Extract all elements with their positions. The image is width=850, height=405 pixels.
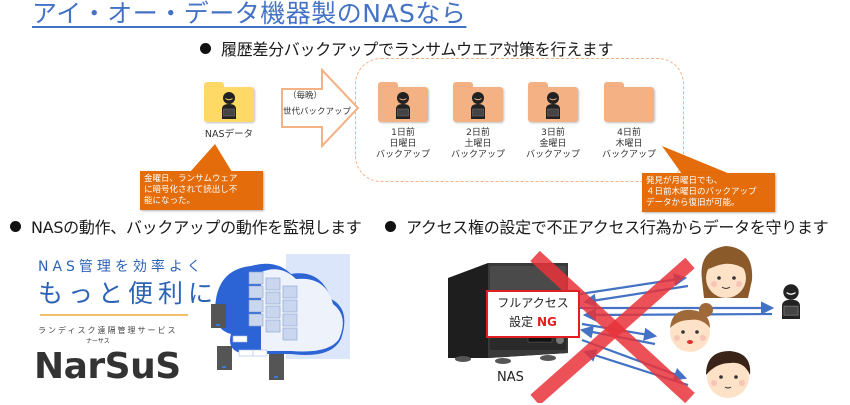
arrow-label-generation-backup: 世代バックアップ — [283, 107, 352, 117]
backup-folder-icon — [528, 82, 578, 122]
backup-caption-line: バックアップ — [525, 150, 580, 160]
warning-text-line2: 設定 NG — [488, 314, 578, 330]
backup-caption-line: バックアップ — [450, 150, 505, 160]
banner-divider — [40, 314, 188, 316]
backup-caption: 2日前土曜日バックアップ — [443, 128, 513, 161]
ng-text: NG — [536, 315, 557, 329]
page-title: アイ・オー・データ機器製のNASなら — [32, 0, 467, 28]
hacker-icon — [782, 284, 800, 319]
callout-pointer — [190, 144, 232, 172]
backup-caption: 3日前金曜日バックアップ — [518, 128, 588, 161]
backup-caption-line: 2日前 — [466, 128, 490, 138]
backup-caption-line: 木曜日 — [615, 139, 643, 149]
backup-folder-icon — [378, 82, 428, 122]
backup-caption-line: 4日前 — [617, 128, 641, 138]
heading-text: 履歴差分バックアップでランサムウエア対策を行えます — [221, 40, 614, 59]
section-heading-access: アクセス権の設定で不正アクセス行為からデータを守ります — [385, 218, 829, 238]
backup-folder-icon — [453, 82, 503, 122]
heading-text: NASの動作、バックアップの動作を監視します — [31, 218, 362, 237]
banner-service-name: ランディスク遠隔管理サービス — [38, 326, 178, 335]
callout-pointer — [662, 146, 730, 174]
warning-setting-text: 設定 — [509, 315, 534, 329]
backup-caption-line: 土曜日 — [464, 139, 492, 149]
hacker-icon — [396, 92, 410, 119]
nas-data-label: NASデータ — [204, 129, 254, 140]
section-heading-monitor: NASの動作、バックアップの動作を監視します — [10, 218, 362, 238]
callout-line: ４日前木曜日のバックアップ — [646, 187, 757, 197]
user-boy-icon — [706, 351, 751, 398]
backup-group-box — [355, 58, 684, 182]
bullet-icon — [385, 221, 396, 232]
banner-tagline: NAS管理を効率よく — [38, 259, 205, 275]
arrow-label-nightly: （毎晩） — [288, 91, 323, 101]
callout-ransomware: 金曜日、ランサムウェア に暗号化されて読出し不 能になった。 — [140, 171, 263, 210]
cloud-server-illustration — [211, 254, 350, 380]
user-woman-bun-icon — [670, 303, 713, 352]
narsus-logo: NarSuS — [34, 346, 181, 387]
backup-caption: 1日前日曜日バックアップ — [368, 128, 438, 161]
hacker-icon — [471, 92, 485, 119]
backup-caption-line: 金曜日 — [539, 139, 567, 149]
logo-ruby: ナーサス — [86, 338, 110, 345]
heading-text: アクセス権の設定で不正アクセス行為からデータを守ります — [406, 218, 829, 237]
user-woman-long-hair-icon — [701, 246, 753, 298]
section-heading-backup: 履歴差分バックアップでランサムウエア対策を行えます — [200, 40, 613, 60]
warning-text: フルアクセス — [497, 296, 569, 310]
bullet-icon — [200, 43, 211, 54]
callout-line: 能になった。 — [144, 196, 196, 206]
bullet-icon — [10, 221, 21, 232]
backup-caption: 4日前木曜日バックアップ — [594, 128, 664, 161]
backup-caption-line: 3日前 — [541, 128, 565, 138]
callout-line: データから復旧が可能。 — [646, 198, 740, 208]
hacker-icon — [222, 92, 236, 119]
backup-caption-line: バックアップ — [601, 150, 656, 160]
hacker-icon — [546, 92, 560, 119]
nas-data-folder-icon — [204, 82, 254, 122]
callout-line: 金曜日、ランサムウェア — [144, 174, 238, 184]
prohibited-cross-icon — [530, 250, 695, 403]
backup-folder-icon — [604, 82, 654, 122]
callout-recovery: 発見が月曜日でも、 ４日前木曜日のバックアップ データから復旧が可能。 — [642, 173, 775, 212]
backup-caption-line: 日曜日 — [389, 139, 417, 149]
banner-headline: もっと便利に — [38, 279, 219, 308]
narsus-banner[interactable]: NAS管理を効率よく もっと便利に ランディスク遠隔管理サービス ナーサス Na… — [16, 254, 350, 394]
backup-arrow-icon — [281, 68, 360, 148]
backup-caption-line: 1日前 — [391, 128, 415, 138]
full-access-ng-warning: フルアクセス 設定 NG — [486, 290, 580, 338]
backup-caption-line: バックアップ — [375, 150, 430, 160]
callout-line: 発見が月曜日でも、 — [646, 176, 723, 186]
callout-line: に暗号化されて読出し不 — [144, 185, 238, 195]
nas-device-label: NAS — [497, 370, 524, 385]
